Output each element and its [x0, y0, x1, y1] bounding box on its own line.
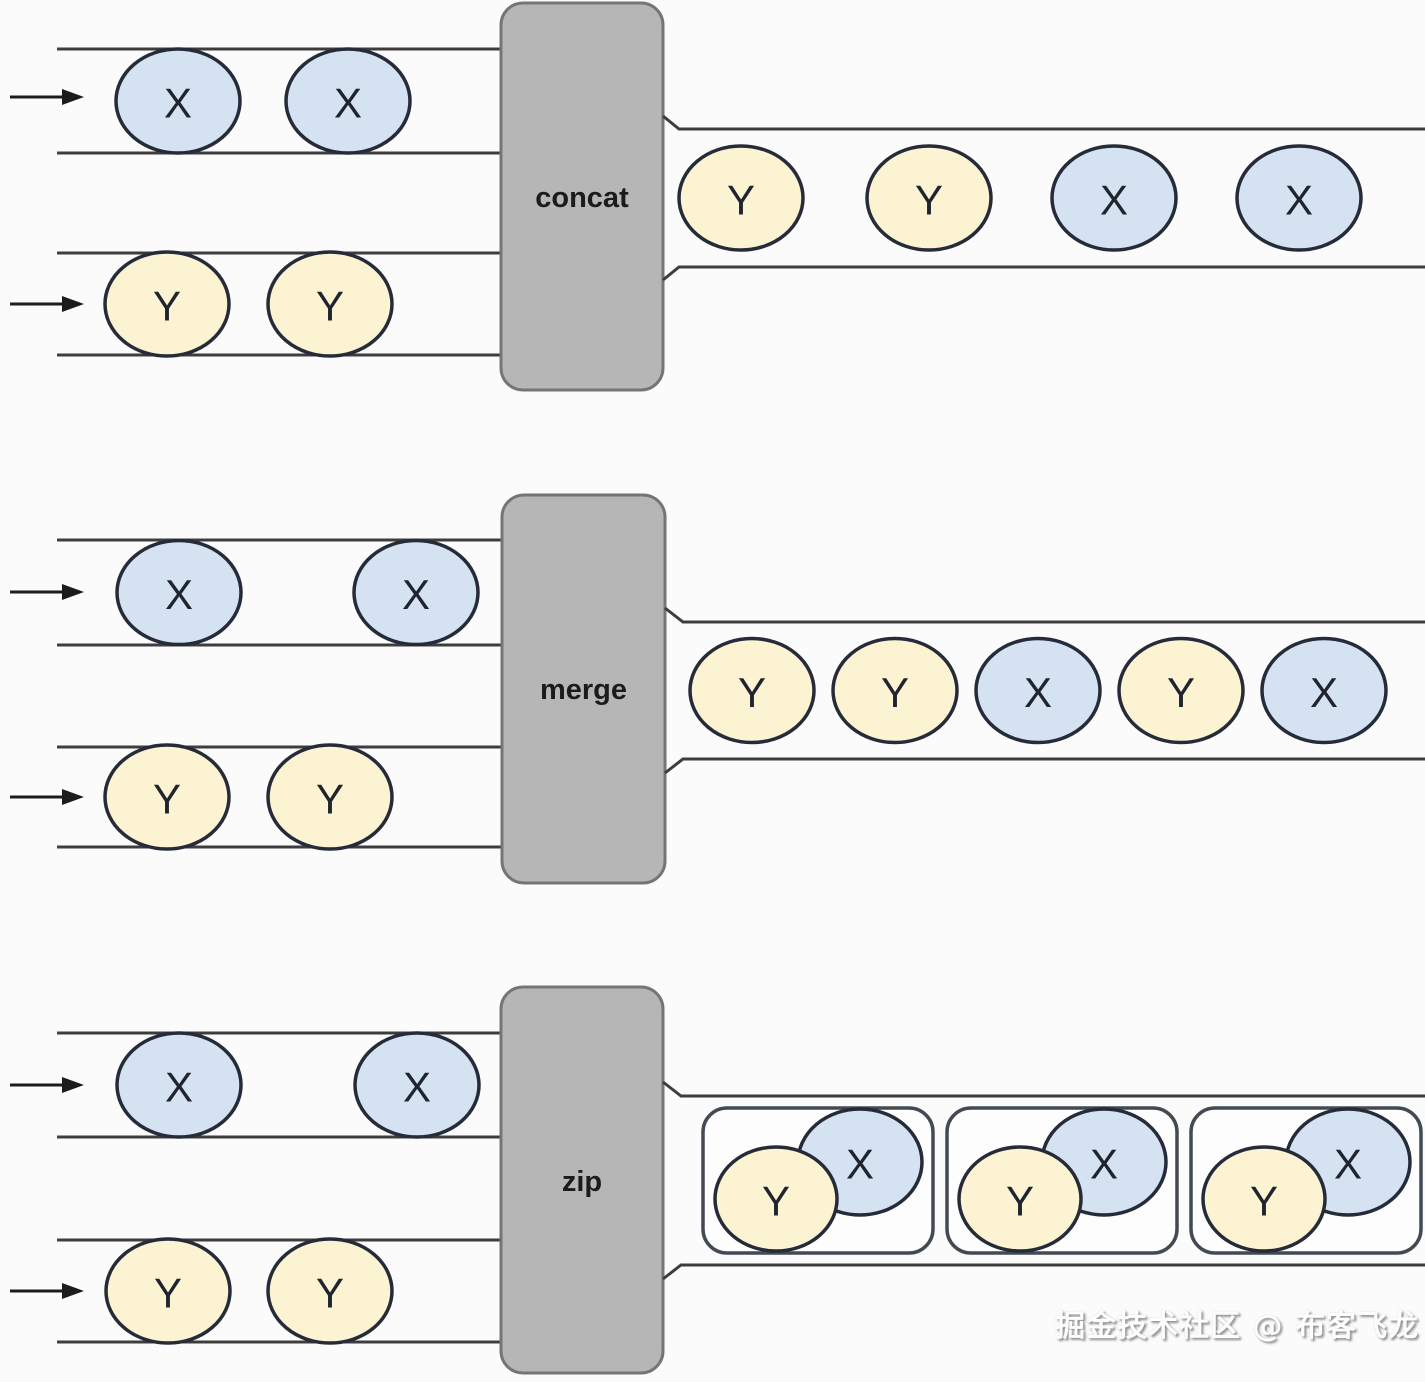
output-stream-line: [664, 606, 1425, 624]
stream-item-circle-x: [114, 47, 242, 155]
stream-item-circle-y: [266, 1237, 394, 1345]
stream-item-circle-y: [831, 636, 959, 745]
input-arrow-icon: [62, 584, 84, 600]
stream-item-label-x: X: [1100, 177, 1128, 224]
input-arrow-icon: [62, 89, 84, 105]
input-arrow-icon: [62, 1077, 84, 1093]
output-stream-line: [662, 114, 1425, 131]
stream-item-circle-y: [1117, 636, 1245, 745]
stream-item-circle-x: [1260, 636, 1388, 745]
output-stream-line: [662, 1263, 1425, 1281]
operator-label-zip: zip: [562, 1166, 602, 1198]
stream-item-circle-x: [115, 538, 243, 647]
operator-box-zip: [499, 985, 665, 1375]
output-stream-line: [664, 757, 1425, 775]
stream-item-label-y: Y: [153, 776, 181, 823]
input-arrow-icon: [62, 296, 84, 312]
operator-label-concat: concat: [535, 182, 629, 214]
stream-item-label-x: X: [164, 80, 192, 127]
stream-item-label-y: Y: [1167, 669, 1195, 716]
stream-item-label-x: X: [402, 571, 430, 618]
stream-item-label-x: X: [334, 80, 362, 127]
stream-item-circle-x: [115, 1031, 243, 1139]
input-arrow-icon: [62, 1283, 84, 1299]
stream-item-circle-x: [1235, 144, 1363, 252]
stream-item-circle-x: [974, 636, 1102, 745]
stream-item-circle-y: [688, 636, 816, 745]
stream-item-circle-y: [103, 743, 231, 851]
stream-item-label-y: Y: [316, 283, 344, 330]
stream-item-circle-x: [1050, 144, 1178, 252]
stream-item-label-x: X: [1310, 669, 1338, 716]
operator-label-merge: merge: [540, 674, 627, 706]
stream-item-label-x: X: [1285, 177, 1313, 224]
stream-item-circle-x: [352, 538, 480, 647]
output-stream-line: [662, 265, 1425, 282]
stream-item-label-y: Y: [316, 1270, 344, 1317]
stream-item-circle-y: [1201, 1145, 1327, 1253]
stream-item-label-y: Y: [153, 283, 181, 330]
stream-item-label-y: Y: [1006, 1178, 1034, 1225]
stream-item-circle-y: [103, 250, 231, 358]
stream-item-circle-x: [353, 1031, 481, 1139]
stream-item-label-y: Y: [1250, 1178, 1278, 1225]
stream-item-label-x: X: [846, 1141, 874, 1188]
stream-item-label-y: Y: [316, 776, 344, 823]
stream-item-circle-y: [713, 1145, 839, 1253]
stream-item-label-x: X: [165, 1064, 193, 1111]
stream-item-label-x: X: [1334, 1141, 1362, 1188]
stream-item-label-y: Y: [762, 1178, 790, 1225]
watermark: 掘金技术社区 @ 布客飞龙: [1055, 1309, 1419, 1344]
stream-item-circle-y: [266, 743, 394, 851]
stream-item-label-y: Y: [154, 1270, 182, 1317]
stream-item-label-y: Y: [881, 669, 909, 716]
operator-box-merge: [500, 493, 667, 885]
output-stream-line: [662, 1080, 1425, 1098]
stream-item-label-y: Y: [738, 669, 766, 716]
stream-item-label-y: Y: [915, 177, 943, 224]
stream-item-label-x: X: [403, 1064, 431, 1111]
operator-box-concat: [499, 1, 665, 392]
stream-item-label-x: X: [1090, 1141, 1118, 1188]
stream-item-circle-y: [104, 1237, 232, 1345]
stream-item-label-y: Y: [727, 177, 755, 224]
stream-item-circle-y: [865, 144, 993, 252]
stream-item-circle-x: [284, 47, 412, 155]
stream-item-label-x: X: [165, 571, 193, 618]
stream-item-circle-y: [266, 250, 394, 358]
stream-item-label-x: X: [1024, 669, 1052, 716]
stream-item-circle-y: [677, 144, 805, 252]
stream-item-circle-y: [957, 1145, 1083, 1253]
input-arrow-icon: [62, 789, 84, 805]
